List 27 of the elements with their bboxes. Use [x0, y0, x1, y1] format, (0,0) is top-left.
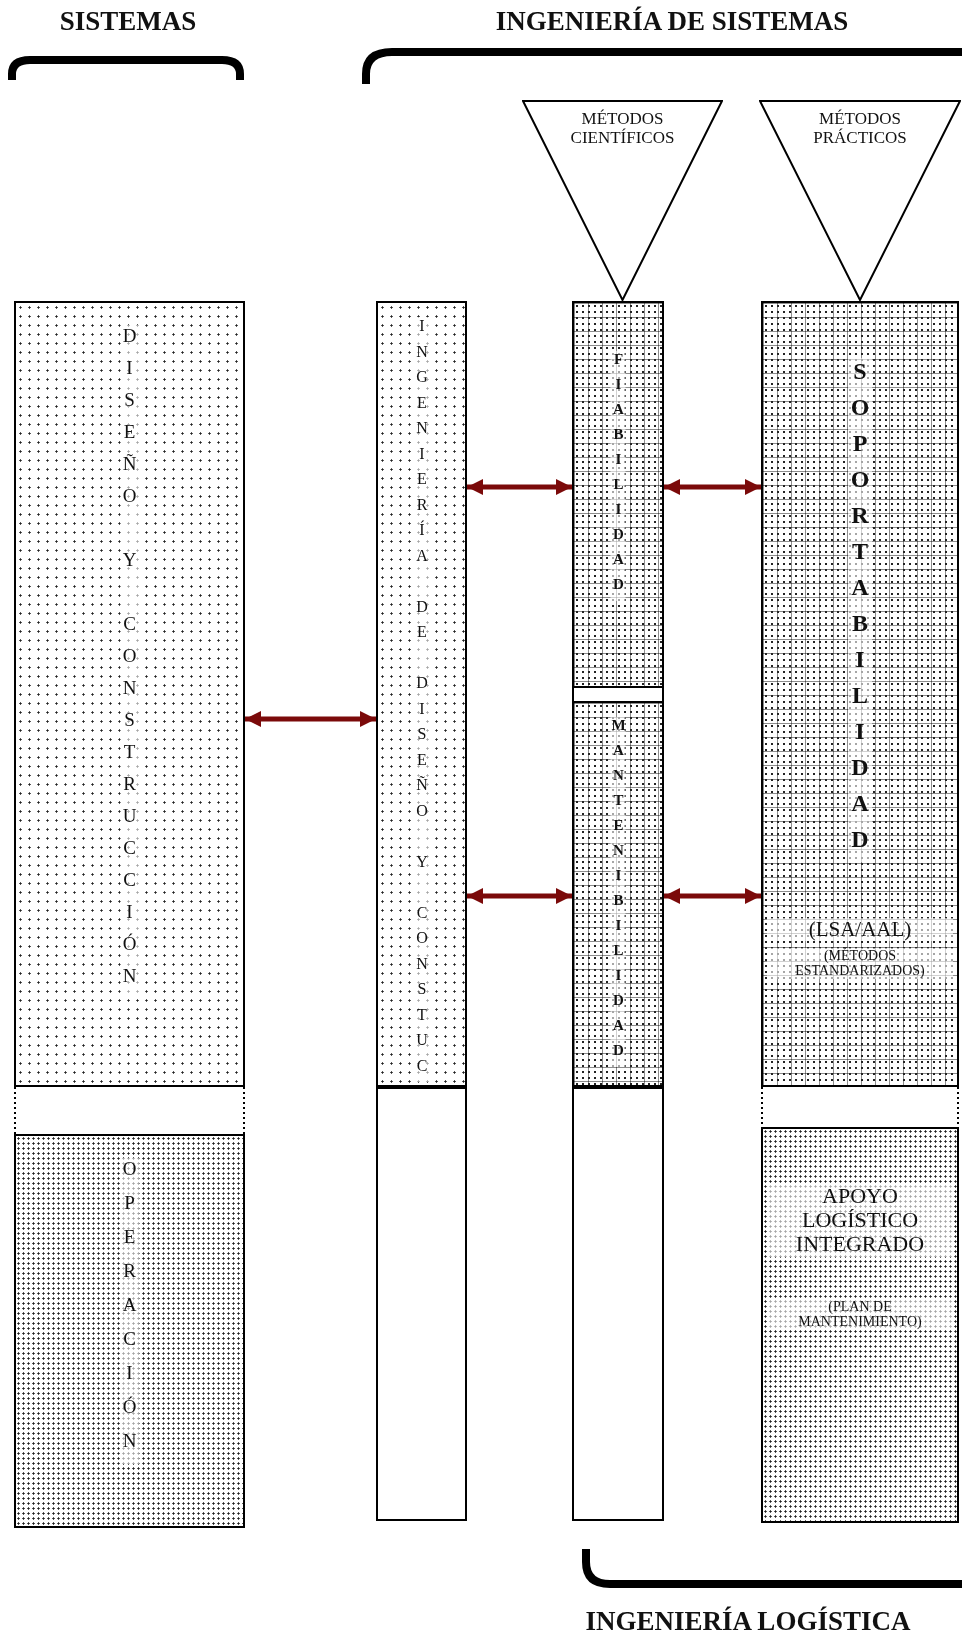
vertical-label: INGENIERÍA DE DISEÑO Y CONSTUC: [413, 317, 430, 1082]
stage-column: [14, 1134, 245, 1528]
double-arrow: [467, 479, 572, 495]
note-text: (LSA/AAL): [767, 918, 953, 942]
column-title: APOYO LOGÍSTICO INTEGRADO: [767, 1184, 953, 1257]
vertical-label: MANTENIBILIDAD: [610, 717, 626, 1067]
note-text: (MÉTODOS ESTANDARIZADOS): [767, 948, 953, 979]
section-heading: SISTEMAS: [59, 6, 197, 37]
double-arrow: [245, 711, 376, 727]
triangle-shape: [522, 100, 723, 301]
discipline-column: [572, 701, 664, 1087]
note-text: (PLAN DE MANTENIMIENTO): [767, 1299, 953, 1330]
double-arrow: [664, 479, 761, 495]
vertical-label: OPERACIÓN: [120, 1158, 139, 1464]
double-arrow: [467, 888, 572, 904]
stage-column: [14, 301, 245, 1087]
section-heading: INGENIERÍA LOGÍSTICA: [585, 1606, 911, 1637]
triangle-shape: [759, 100, 961, 301]
vertical-label: SOPORTABILIDAD: [848, 358, 872, 862]
method-label: MÉTODOS CIENTÍFICOS: [569, 110, 676, 148]
support-column: [761, 1127, 959, 1523]
section-heading: INGENIERÍA DE SISTEMAS: [495, 6, 849, 37]
method-label: MÉTODOS PRÁCTICOS: [812, 110, 908, 148]
double-arrow: [664, 888, 761, 904]
vertical-label: FIABILIDAD: [610, 351, 626, 601]
stage-column: [376, 301, 467, 1087]
discipline-column: [572, 301, 664, 688]
